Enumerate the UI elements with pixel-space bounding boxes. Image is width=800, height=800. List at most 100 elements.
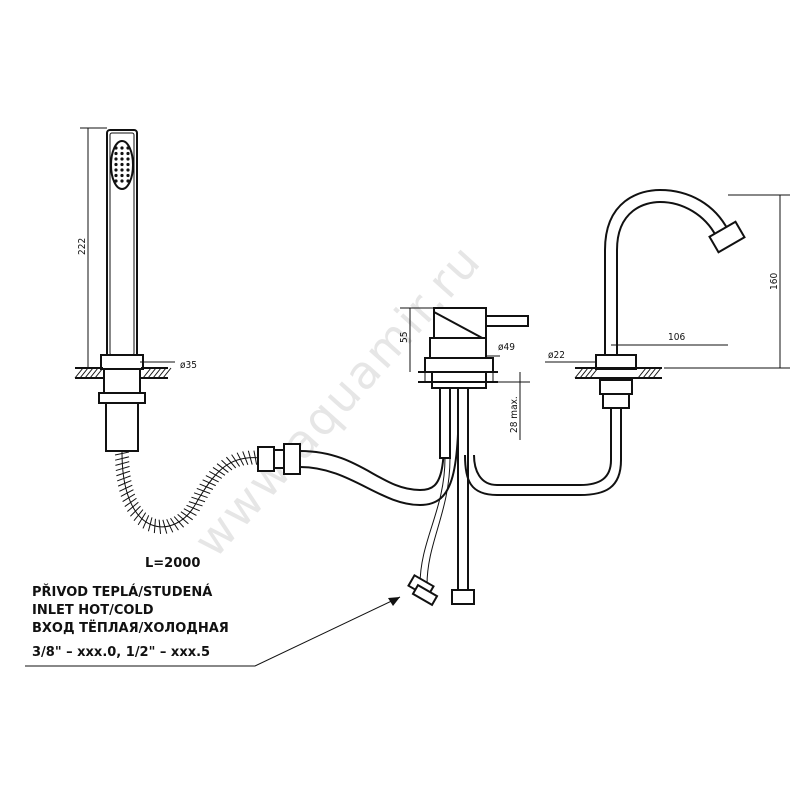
hose-coil (188, 501, 203, 507)
hatch-line (84, 367, 94, 379)
hatch-line (574, 367, 584, 379)
nozzle-dot (114, 151, 118, 156)
deck-right (574, 367, 662, 379)
nozzle-dot (114, 146, 118, 150)
nozzle-dot (126, 151, 130, 156)
hose-coil (117, 480, 132, 487)
hose-coil (183, 508, 197, 516)
deck-left (74, 367, 172, 379)
hose-coil (115, 461, 130, 466)
hose-coil (133, 509, 144, 522)
dim-106: 106 (668, 332, 685, 343)
nozzle-dot (126, 157, 130, 161)
inlet-pipes (407, 457, 475, 607)
mixer-body (424, 307, 529, 599)
nozzle-dot (114, 179, 118, 183)
nozzle-dot (126, 173, 130, 178)
nozzle-dot (114, 162, 118, 167)
hose-coil (170, 517, 179, 531)
hose-length-label: L=2000 (145, 556, 200, 571)
leader-arrow-icon (388, 597, 400, 606)
hose-coil (247, 450, 253, 465)
hose-coil (130, 505, 141, 517)
hose-coil (116, 470, 131, 477)
spout (464, 188, 746, 496)
hose-coil (162, 519, 168, 534)
inlet-note-line-1: PŘIVOD TEPLÁ/STUDENÁ (32, 584, 212, 600)
hose-coil (124, 497, 137, 507)
hose-coil (216, 463, 229, 473)
hose-coil (205, 475, 219, 483)
shower-nozzles (114, 146, 130, 183)
inlet-note-line-2: INLET HOT/COLD (32, 603, 154, 618)
dim-diameter-22: ø22 (548, 350, 565, 361)
deck-middle (418, 371, 498, 383)
hatch-line (162, 367, 172, 379)
nozzle-dot (120, 168, 124, 172)
hatch-line (579, 367, 589, 379)
hatch-line (157, 367, 167, 379)
nozzle-dot (114, 168, 118, 172)
hose-coil (120, 489, 134, 497)
hatch-line (74, 367, 84, 379)
dim-160: 160 (769, 273, 780, 290)
hose-coil (242, 451, 249, 465)
nozzle-dot (120, 146, 124, 150)
hose-coil (119, 484, 133, 492)
nozzle-dot (120, 151, 124, 156)
hatch-line (94, 367, 104, 379)
hatch-line (79, 367, 89, 379)
hose-coil (122, 493, 136, 502)
shower-dimensions: 222 ø35 (77, 127, 197, 371)
hose-coil (191, 496, 206, 503)
hatch-line (152, 367, 162, 379)
hose-coil (202, 479, 216, 487)
hand-shower (98, 129, 146, 452)
hose-coil (212, 467, 226, 476)
hose-coil (166, 519, 174, 533)
nozzle-dot (114, 173, 118, 178)
nozzle-dot (126, 179, 130, 183)
hatch-line (147, 367, 157, 379)
hatch-line (584, 367, 594, 379)
hose-coil (186, 504, 200, 512)
hatch-line (642, 367, 652, 379)
hose-coil (153, 518, 156, 534)
hatch-line (652, 367, 662, 379)
hose-coil (196, 487, 211, 494)
hose-coil (137, 512, 147, 526)
hose-coil (173, 516, 185, 528)
nozzle-dot (126, 146, 130, 150)
spout-dimensions: ø22 106 160 (545, 194, 790, 369)
inlet-note-line-3: ВХОД ТЁПЛАЯ/ХОЛОДНАЯ (32, 620, 229, 636)
nozzle-dot (126, 168, 130, 172)
hose-coil (127, 501, 139, 512)
hose-coil (114, 451, 130, 456)
hatch-line (647, 367, 657, 379)
hose-coil (117, 475, 131, 482)
nozzle-dot (120, 173, 124, 178)
hose-coil (231, 454, 241, 467)
dim-diameter-49: ø49 (498, 342, 515, 353)
hose-coil (177, 513, 189, 525)
hose-coil (209, 471, 222, 479)
dim-55: 55 (399, 332, 410, 343)
hatch-line (637, 367, 647, 379)
hose-coil (221, 459, 233, 471)
hatch-line (89, 367, 99, 379)
hose-coil (199, 483, 214, 490)
hatch-line (142, 367, 152, 379)
hose-coil (115, 456, 130, 461)
hose-coil (236, 452, 245, 466)
nozzle-dot (114, 157, 118, 161)
hose-coil (180, 511, 193, 521)
inlet-note: PŘIVOD TEPLÁ/STUDENÁ INLET HOT/COLD ВХОД… (25, 584, 401, 667)
nozzle-dot (120, 162, 124, 167)
mixer-dimensions: 55 ø49 28 max. (399, 307, 530, 440)
hose-coil (147, 517, 153, 532)
nozzle-dot (120, 179, 124, 183)
hose-coil (142, 515, 150, 529)
dim-28-max: 28 max. (509, 396, 520, 433)
hatch-line (589, 367, 599, 379)
